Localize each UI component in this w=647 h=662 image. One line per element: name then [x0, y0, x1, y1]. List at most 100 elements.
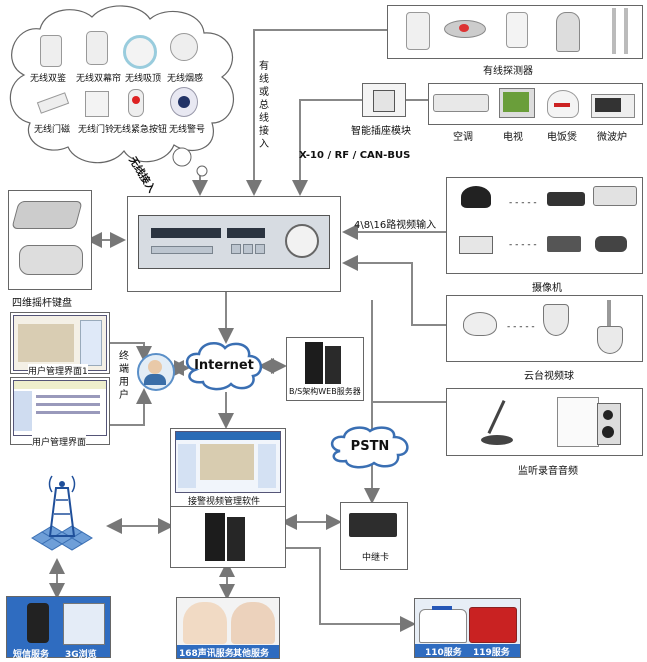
- joystick-keyboard-icon: [11, 201, 83, 229]
- cameras-caption: 摄像机: [532, 283, 562, 294]
- service-110-label: 110服务: [425, 648, 462, 658]
- smart-socket-caption: 智能插座模块: [351, 126, 411, 137]
- user-ui2-caption: 用户管理界面: [32, 435, 87, 448]
- service-119-label: 119服务: [473, 648, 510, 658]
- dual-tech-detector-icon: [506, 12, 528, 48]
- ptz-dots: - - - - -: [507, 322, 535, 332]
- user-ui1-screenshot: [13, 315, 107, 371]
- dvr-box: [127, 196, 341, 292]
- alarm-software-screenshot: [175, 431, 281, 493]
- wireless-emergency-button-icon: [128, 89, 144, 117]
- air-conditioner-icon: [433, 94, 489, 112]
- cell-tower-icon: [31, 475, 93, 551]
- web-server-box: [286, 337, 364, 401]
- wireless-siren-icon: [170, 87, 198, 117]
- video-call-icon: [63, 603, 105, 645]
- appliance-label-1: 空调: [453, 132, 473, 143]
- internet-cloud: Internet: [183, 340, 265, 392]
- outdoor-camera-icon: [593, 186, 637, 206]
- alarm-software-box: [170, 428, 286, 508]
- speaker-icon: [557, 397, 599, 447]
- terminal-user-label: 终端用户: [119, 351, 129, 401]
- wireless-label-4: 无线烟感: [167, 74, 204, 84]
- microphone-icon: [477, 395, 517, 449]
- wireless-label-7: 无线紧急按钮: [113, 125, 168, 135]
- rice-cooker-icon: [547, 90, 579, 118]
- wireless-label-8: 无线警号: [169, 125, 206, 135]
- wired-bus-label: 有线或总线接入: [259, 61, 269, 150]
- sms-service-label: 短信服务: [13, 650, 50, 660]
- keyboard-box: [8, 190, 92, 290]
- wireless-smoke-sensor-icon: [170, 33, 198, 61]
- wireless-label-3: 无线吸顶: [125, 74, 162, 84]
- central-server-icon-2: [227, 517, 245, 561]
- appliance-label-4: 微波炉: [597, 132, 627, 143]
- wireless-cloud: 无线双鉴 无线双幕帘 无线吸顶 无线烟感 无线门磁 无线门铃 无线紧急按钮 无线…: [6, 5, 242, 195]
- g3-browse-label: 3G浏览: [65, 650, 97, 660]
- alarm-software-caption: 接警视频管理软件: [188, 497, 261, 507]
- mobile-phone-icon: [27, 603, 49, 643]
- pir-detector-icon: [406, 12, 430, 50]
- user-ui2-screenshot: [13, 380, 107, 436]
- fire-truck-icon: [469, 607, 517, 643]
- dome-camera-icon: [461, 186, 491, 208]
- server-rack-icon: [305, 342, 323, 384]
- operator-photo-icon: [183, 602, 227, 644]
- relay-card-caption: 中继卡: [362, 553, 390, 563]
- box-camera-icon: [459, 236, 493, 254]
- camera-dots-2: - - - - -: [509, 240, 537, 250]
- operator-photo-icon-2: [231, 602, 275, 644]
- keyboard-caption: 四维摇杆键盘: [12, 298, 72, 309]
- bullet-camera-icon: [547, 192, 585, 206]
- audio-caption: 监听录音音频: [518, 466, 578, 477]
- audio-box: [446, 388, 643, 456]
- internet-label: Internet: [194, 358, 254, 373]
- ptz-speed-dome-icon: [543, 304, 569, 336]
- speaker-icon-2: [597, 403, 621, 445]
- ptz-caption: 云台视频球: [524, 371, 574, 382]
- box-camera-icon-3: [595, 236, 627, 252]
- wired-detectors-caption: 有线探测器: [483, 66, 533, 77]
- camera-dots-1: - - - - -: [509, 198, 537, 208]
- smart-socket-box: [362, 83, 406, 117]
- cloud-outline-icon: [9, 5, 234, 177]
- server-rack-icon-2: [325, 346, 341, 384]
- user-ui1-box: [10, 312, 110, 374]
- relay-card-icon: [349, 513, 397, 537]
- dvr-device-icon: [138, 215, 330, 269]
- microwave-icon: [591, 94, 635, 118]
- ptz-dome-icon: [463, 312, 497, 336]
- beam-detector-icon: [612, 8, 616, 54]
- user-ui1-caption: 用户管理界面1: [28, 364, 88, 377]
- appliance-label-2: 电视: [503, 132, 523, 143]
- voice-services-box: 168声讯服务 其他服务: [176, 597, 280, 659]
- socket-icon: [373, 90, 395, 112]
- ptz-box: - - - - -: [446, 295, 643, 362]
- cameras-box: - - - - - - - - - -: [446, 177, 643, 274]
- other-service-label: 其他服务: [233, 649, 270, 659]
- user-ui2-box: [10, 377, 110, 445]
- internet-cloud-icon: [186, 341, 262, 391]
- central-server-icon: [205, 513, 225, 561]
- wireless-label-6: 无线门铃: [78, 125, 115, 135]
- appliances-box: [428, 83, 643, 125]
- wireless-dual-sensor-icon: [40, 35, 62, 67]
- police-car-icon: [419, 606, 467, 643]
- protocol-label: X-10 / RF / CAN-BUS: [299, 150, 411, 161]
- wireless-label-2: 无线双幕帘: [76, 74, 122, 84]
- pstn-cloud: PSTN: [328, 425, 412, 469]
- tv-icon: [499, 88, 535, 118]
- web-server-caption: B/S架构WEB服务器: [289, 387, 361, 396]
- appliance-label-3: 电饭煲: [547, 132, 577, 143]
- relay-card-box: [340, 502, 408, 570]
- wired-detectors-box: [387, 5, 643, 59]
- pstn-cloud-icon: [331, 426, 409, 469]
- wireless-ceiling-sensor-icon: [123, 35, 157, 69]
- emergency-services-box: 110服务 119服务: [414, 598, 521, 658]
- video-input-label: 4\8\16路视频输入: [354, 220, 437, 231]
- joystick-keyboard-icon-2: [19, 245, 83, 275]
- wireless-label-5: 无线门磁: [34, 125, 71, 135]
- wireless-curtain-sensor-icon: [86, 31, 108, 65]
- beacon-detector-icon: [444, 20, 486, 38]
- beam-detector-icon-2: [624, 8, 628, 54]
